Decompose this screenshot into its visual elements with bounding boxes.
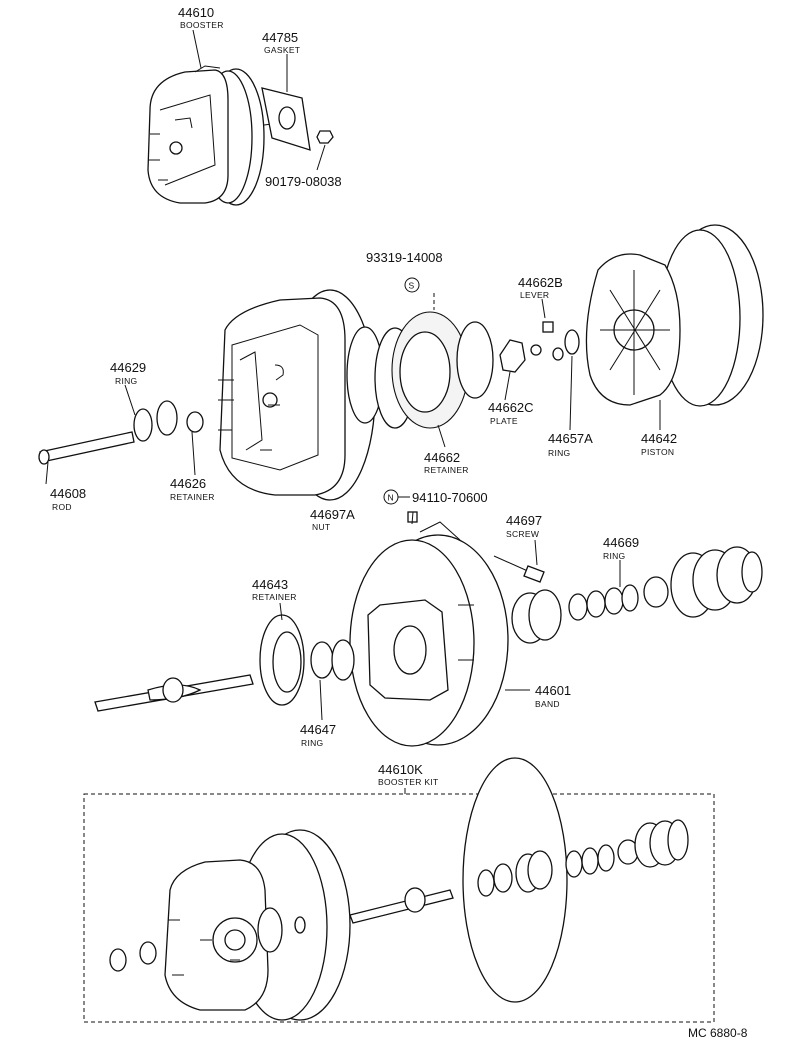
part-name-lever: LEVER (520, 290, 549, 300)
symbol-n-label: N (388, 493, 394, 503)
part-name-piston: PISTON (641, 447, 674, 457)
part-name-ring-44657a: RING (548, 448, 570, 458)
part-number-44669: 44669 (603, 535, 639, 550)
part-number-44697a: 44697A (310, 507, 355, 522)
part-name-gasket: GASKET (264, 45, 300, 55)
booster-kit-drawing (109, 757, 689, 1021)
part-number-44657a: 44657A (548, 431, 593, 446)
part-number-44662: 44662 (424, 450, 460, 465)
part-number-44642: 44642 (641, 431, 677, 446)
part-name-retainer-44662: RETAINER (424, 465, 469, 475)
symbol-s-icon (404, 277, 420, 293)
part-number-94110-70600: 94110-70600 (412, 490, 488, 505)
part-number-44643: 44643 (252, 577, 288, 592)
part-name-plate: PLATE (490, 416, 518, 426)
part-number-44662b: 44662B (518, 275, 563, 290)
part-number-44697: 44697 (506, 513, 542, 528)
booster-assembly-drawing (147, 65, 334, 206)
part-number-44647: 44647 (300, 722, 336, 737)
part-number-44785: 44785 (262, 30, 298, 45)
part-number-44601: 44601 (535, 683, 571, 698)
part-name-retainer-44643: RETAINER (252, 592, 297, 602)
part-name-nut: NUT (312, 522, 330, 532)
booster-kit-frame (83, 793, 715, 1023)
symbol-s-label: S (409, 281, 415, 291)
part-number-44626: 44626 (170, 476, 206, 491)
part-name-screw: SCREW (506, 529, 539, 539)
part-name-retainer-44626: RETAINER (170, 492, 215, 502)
part-number-44662c: 44662C (488, 400, 534, 415)
part-number-44608: 44608 (50, 486, 86, 501)
part-name-ring-44669: RING (603, 551, 625, 561)
diagram-reference-code: MC 6880-8 (688, 1026, 748, 1040)
part-number-93319-14008: 93319-14008 (366, 250, 443, 265)
part-number-90179-08038: 90179-08038 (265, 174, 342, 189)
part-name-rod: ROD (52, 502, 72, 512)
front-shell-assembly-drawing (94, 511, 763, 747)
part-name-booster-kit: BOOSTER KIT (378, 777, 438, 787)
part-name-band: BAND (535, 699, 560, 709)
part-number-44610: 44610 (178, 5, 214, 20)
part-name-ring-44629: RING (115, 376, 137, 386)
booster-internal-parts-drawing (38, 224, 764, 501)
part-name-ring-44647: RING (301, 738, 323, 748)
part-number-44629: 44629 (110, 360, 146, 375)
part-number-44610k: 44610K (378, 762, 423, 777)
part-name-booster: BOOSTER (180, 20, 224, 30)
